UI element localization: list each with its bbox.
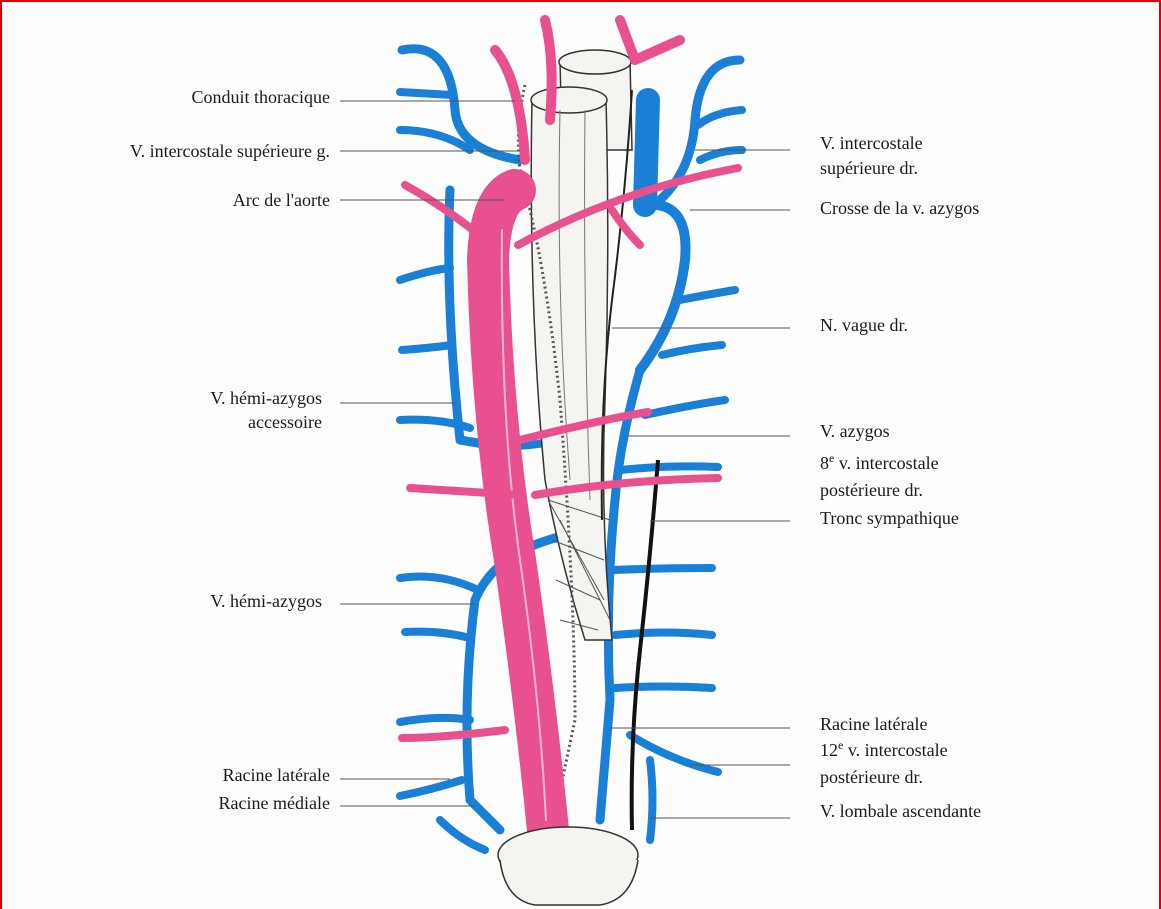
v-intercostale-sup-dr-branch-2 [700,150,742,160]
artery-low [402,730,505,738]
esophagus-group [531,50,632,640]
intercostal-right-1 [680,290,735,300]
racine-mediale-left-vessel [440,820,485,850]
vertebra [498,827,638,905]
intercostal-right-2 [662,345,722,355]
label-v-intercostale-sup-g: V. intercostale supérieure g. [130,141,330,161]
label-crosse-azygos: Crosse de la v. azygos [820,198,979,218]
labels-left: Conduit thoracique V. intercostale supér… [130,87,330,813]
crosse-azygos-vessel [640,205,686,370]
intercostal-right-4 [620,466,718,470]
intercostal-left-1 [400,268,450,280]
label-intercostale-12-rest: v. intercostale [843,740,947,760]
intercostal-right-3 [645,400,725,415]
intercostal-right-12 [630,735,718,772]
v-intercostale-sup-dr-branch-1 [698,110,742,125]
label-intercostale-8-num: 8 [820,453,829,473]
racine-laterale-left-vessel [400,780,462,796]
label-v-lombale-ascendante: V. lombale ascendante [820,801,981,821]
label-v-intercostale-sup-dr-1: V. intercostale [820,133,923,153]
intercostal-left-6 [400,718,470,722]
intercostal-right-5 [612,568,712,570]
esophagus [531,100,612,640]
label-v-azygos: V. azygos [820,421,890,441]
brachiocephalic [620,20,680,60]
label-intercostale-8-line2: postérieure dr. [820,480,923,500]
labels-right: V. intercostale supérieure dr. Crosse de… [820,133,981,821]
intercostal-left-2 [402,345,452,350]
carotid-left [495,50,525,160]
intercostal-left-5 [405,632,470,638]
label-intercostale-12: 12e v. intercostale [820,738,948,760]
v-lombale-ascendante-vessel [650,760,653,840]
label-racine-mediale: Racine médiale [219,793,330,813]
intercostal-right-7 [615,687,712,689]
label-racine-laterale-dr: Racine latérale [820,714,927,734]
artery-crosse [612,210,640,245]
v-intercostale-sup-g-branch-1 [400,92,452,95]
label-intercostale-8-rest: v. intercostale [834,453,938,473]
label-intercostale-12-line2: postérieure dr. [820,767,923,787]
intercostal-right-6 [615,633,712,636]
intercostal-left-4 [400,577,478,591]
intercostal-left-3 [400,420,470,428]
label-intercostale-12-num: 12 [820,740,838,760]
label-hemi-azygos: V. hémi-azygos [210,591,322,611]
label-intercostale-8: 8e v. intercostale [820,451,939,473]
label-racine-laterale: Racine latérale [223,765,330,785]
right-vein-system [600,60,742,840]
label-conduit-thoracique: Conduit thoracique [192,87,330,107]
vertebral-arch [500,860,638,905]
label-tronc-sympathique: Tronc sympathique [820,508,959,528]
esophagus-top [531,87,607,113]
trachea-top [559,50,631,74]
label-v-intercostale-sup-dr-2: supérieure dr. [820,158,918,178]
label-n-vague-dr: N. vague dr. [820,315,908,335]
label-arc-aorte: Arc de l'aorte [233,190,330,210]
label-hemi-azygos-acc-1: V. hémi-azygos [210,388,322,408]
label-hemi-azygos-acc-2: accessoire [248,412,322,432]
